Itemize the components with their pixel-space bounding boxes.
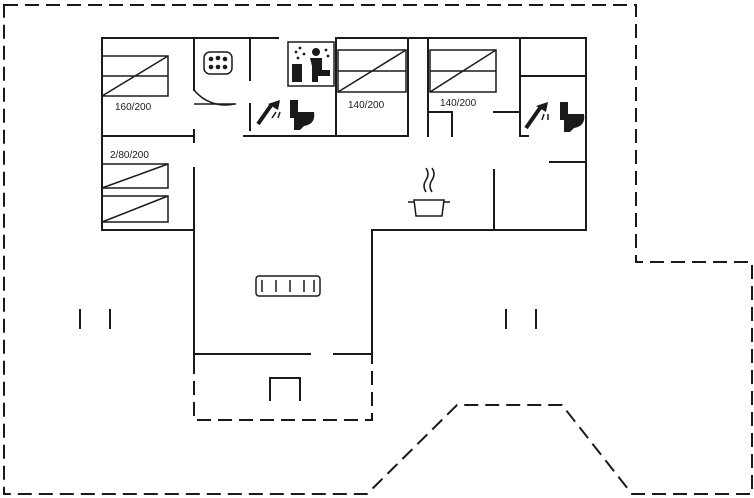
bed-icon (101, 195, 169, 223)
exterior-walls (101, 37, 587, 361)
sauna-icon (287, 41, 335, 87)
whirlpool-icon (203, 51, 233, 75)
plot-boundary (3, 4, 753, 495)
toilet-icon (290, 100, 315, 130)
shower-icon (524, 102, 549, 130)
bed-size-label: 2/80/200 (110, 150, 149, 161)
terrace-posts (79, 309, 537, 329)
stove-pot-icon (408, 167, 450, 217)
door-swing (193, 89, 235, 106)
bed-icon (101, 163, 169, 189)
bed-size-label: 160/200 (115, 102, 152, 113)
interior-walls (101, 37, 587, 421)
bed-icon (429, 49, 497, 93)
bed-icon (337, 49, 407, 93)
shower-icon (256, 100, 281, 126)
bed-icon (101, 55, 169, 97)
bed-size-label: 140/200 (348, 100, 385, 111)
bed-size-label: 140/200 (440, 98, 477, 109)
toilet-icon (560, 102, 585, 132)
sofa-icon (255, 275, 321, 297)
fireplace-icon (269, 377, 301, 401)
